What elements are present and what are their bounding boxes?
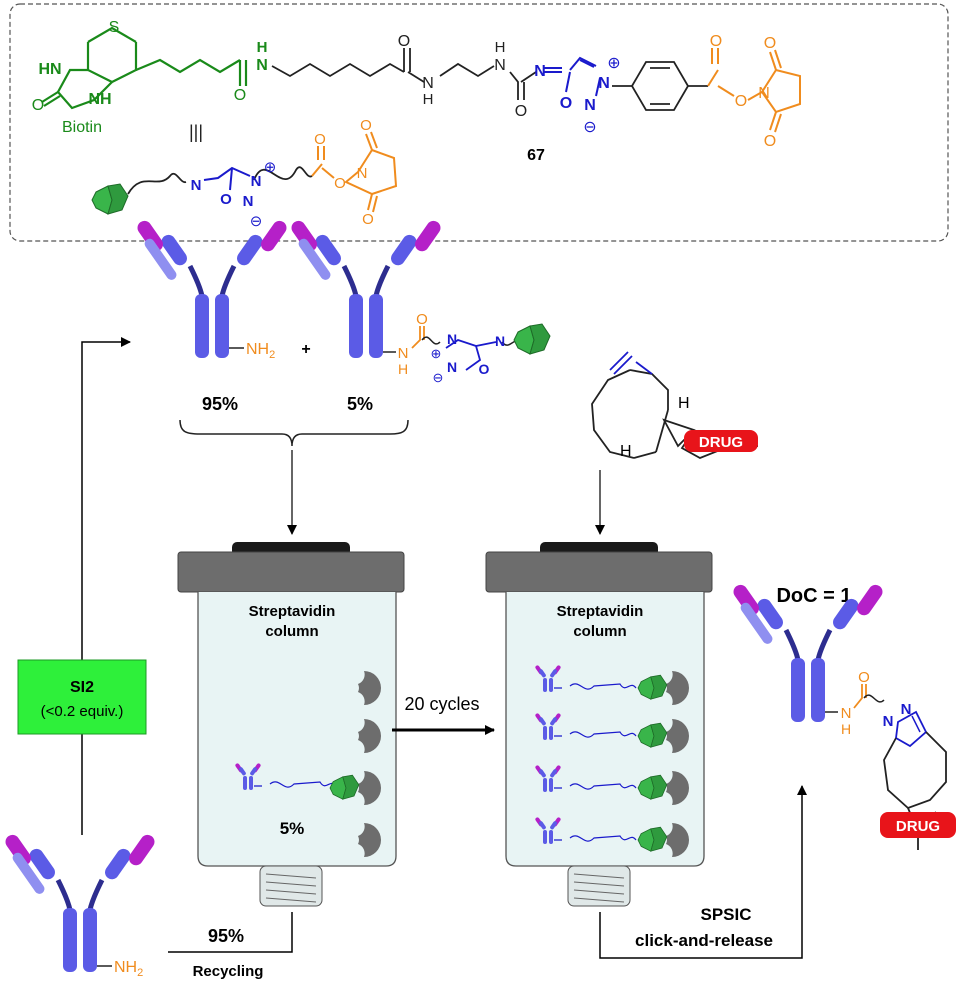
mod-n2: N	[447, 359, 457, 375]
bcn-h-top: H	[678, 395, 690, 412]
mod-biotin-pentagon-icon	[513, 323, 551, 355]
biotin-nh: NH	[88, 91, 111, 108]
compound-number: 67	[527, 147, 545, 164]
plus-charge: ⊕	[607, 55, 620, 72]
bcn-h-bottom: H	[620, 443, 632, 460]
column2-title-2: column	[573, 623, 626, 640]
mod-o: O	[479, 361, 490, 377]
amide-h-1: H	[257, 39, 268, 56]
antibody-bottom-icon	[3, 832, 157, 972]
release-line2: click-and-release	[635, 931, 773, 950]
sydnone-n3: N	[598, 75, 610, 92]
release-line1: SPSIC	[700, 905, 751, 924]
release-arrow	[599, 785, 807, 959]
simp-nhs-o1: O	[360, 117, 372, 134]
recycling-label: Recycling	[193, 963, 264, 980]
pct-unmodified: 95%	[202, 394, 238, 414]
sydnone-o: O	[560, 95, 572, 112]
amide-h-2: H	[423, 91, 434, 108]
sydnone-n2: N	[584, 97, 596, 114]
amide-n-2: N	[422, 75, 434, 92]
biotin-hn: HN	[38, 61, 61, 78]
loop-arrow	[81, 337, 131, 835]
biotin-label: Biotin	[62, 119, 102, 136]
mod-amide-n: N	[398, 345, 409, 362]
si2-equiv: (<0.2 equiv.)	[41, 703, 124, 720]
nhs-n: N	[758, 85, 770, 102]
drug-badge-top	[684, 430, 758, 452]
drug-label-top: DRUG	[699, 434, 743, 451]
simp-n2: N	[243, 193, 254, 210]
bottom-nh2-label: NH2	[114, 959, 143, 979]
mod-plus: ⊕	[431, 346, 442, 361]
nhs-ester	[707, 48, 801, 133]
bound-conjugates-column2	[534, 664, 689, 857]
prod-pyrazole-n2: N	[901, 701, 912, 718]
simp-nhs-n: N	[357, 165, 368, 182]
mod-minus: ⊖	[433, 370, 444, 385]
simp-nhs-o2: O	[362, 211, 374, 228]
prod-pyrazole-n1: N	[883, 713, 894, 730]
mod-imine-n: N	[495, 333, 505, 349]
amide-n-1: N	[256, 57, 268, 74]
plus-sign: +	[301, 341, 310, 358]
structure-box	[9, 3, 949, 242]
urea-n: N	[494, 57, 506, 74]
drug-badge-product	[880, 812, 956, 838]
nh2-label: NH2	[246, 341, 275, 361]
amide-oxygen-2: O	[398, 33, 410, 50]
column2-title-1: Streptavidin	[557, 603, 644, 620]
simplified-linker	[127, 131, 398, 213]
nhs-o-top: O	[764, 35, 776, 52]
pct-modified: 5%	[347, 394, 373, 414]
minus-charge: ⊖	[583, 119, 596, 136]
si2-label: SI2	[70, 679, 94, 696]
nhs-o-bottom: O	[764, 133, 776, 150]
ester-carbonyl-o: O	[710, 33, 722, 50]
mod-amide-o: O	[416, 311, 428, 328]
imine-n: N	[534, 63, 546, 80]
simp-imine-n: N	[191, 177, 202, 194]
bcn-structure	[591, 351, 758, 459]
cycles-label: 20 cycles	[404, 694, 479, 714]
simp-ester-o: O	[334, 175, 346, 192]
urea-h: H	[495, 39, 506, 56]
mod-amide-h: H	[398, 361, 408, 377]
equivalence-symbol: |||	[189, 122, 203, 142]
simp-carbonyl-o: O	[314, 131, 326, 148]
biotin-sulfur: S	[109, 19, 120, 36]
simp-minus: ⊖	[250, 213, 263, 230]
bound-conjugate-column1	[234, 762, 360, 800]
phenyl-ring	[612, 61, 708, 111]
doc-label: DoC = 1	[776, 585, 851, 607]
recycling-pct: 95%	[208, 926, 244, 946]
mixture-brace	[179, 419, 409, 447]
drug-label-product: DRUG	[896, 818, 940, 835]
bound-pct: 5%	[280, 819, 305, 838]
biotin-oxygen: O	[32, 97, 44, 114]
recycling-line	[168, 912, 293, 953]
antibody-unmodified-icon	[135, 218, 289, 358]
column1-title-2: column	[265, 623, 318, 640]
linker-chain	[271, 48, 537, 100]
simp-n3: N	[251, 173, 262, 190]
urea-oxygen: O	[515, 103, 527, 120]
prod-amide-h: H	[841, 721, 851, 737]
si2-box	[17, 659, 147, 735]
mod-n3: N	[447, 331, 457, 347]
simp-plus: ⊕	[264, 159, 277, 176]
sydnone-ring	[544, 56, 601, 97]
prod-amide-o: O	[858, 669, 870, 686]
biotin-pentagon-icon	[91, 183, 129, 215]
amide-oxygen-1: O	[234, 87, 246, 104]
prod-amide-n: N	[841, 705, 852, 722]
biotin-moiety	[41, 26, 248, 110]
simp-o: O	[220, 191, 232, 208]
column1-title-1: Streptavidin	[249, 603, 336, 620]
ester-o: O	[735, 93, 747, 110]
